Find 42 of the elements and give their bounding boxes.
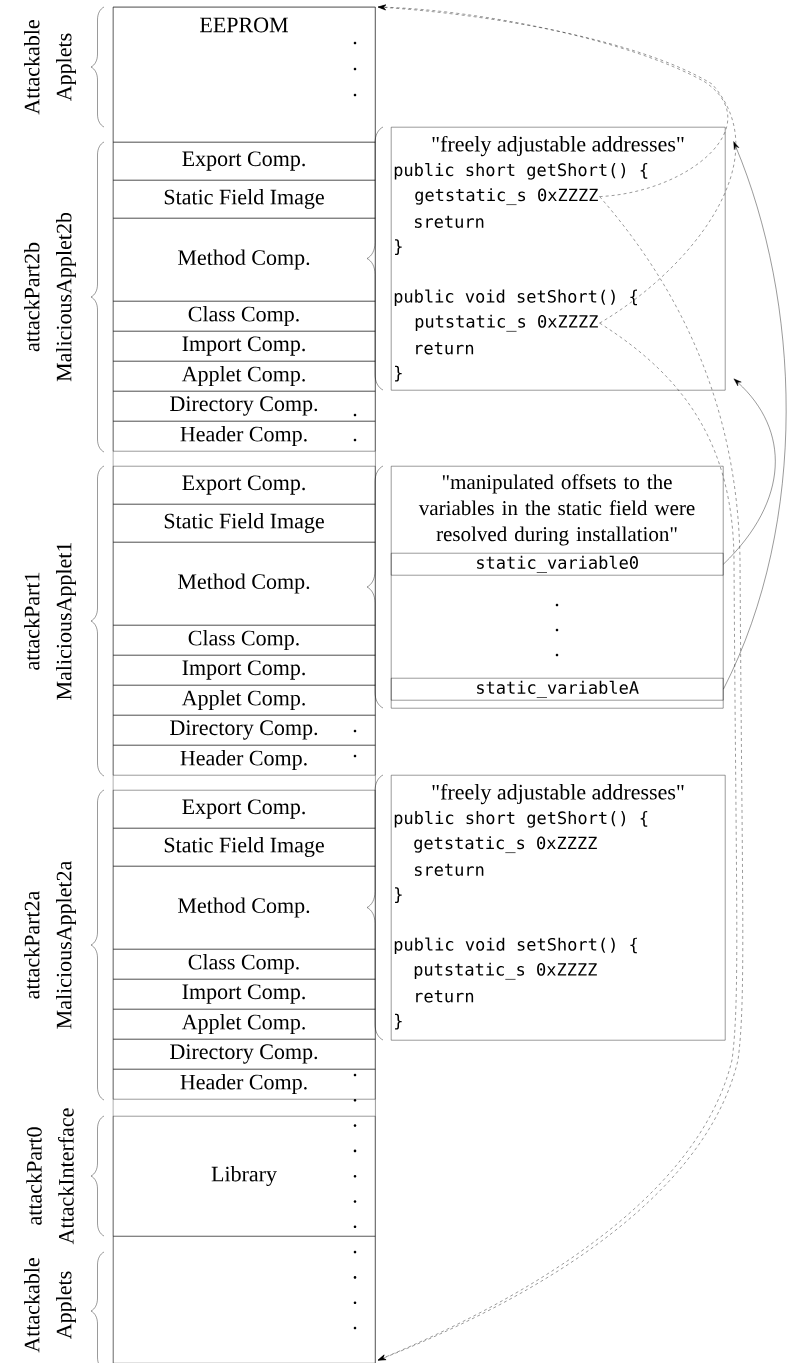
- arrow: [377, 4, 737, 324]
- memory-segment: Method Comp.: [113, 866, 376, 950]
- arrow: [723, 378, 776, 565]
- memory-segment: Directory Comp.: [113, 391, 376, 422]
- memory-segment: Class Comp.: [113, 301, 376, 332]
- memory-segment: Directory Comp.: [113, 715, 376, 746]
- group-label: attackPart0 AttackInterface: [26, 1108, 74, 1245]
- variable-row: static_variable0: [391, 553, 724, 576]
- memory-segment: Header Comp.: [113, 421, 376, 452]
- code-line: putstatic_s 0xZZZZ: [415, 314, 598, 332]
- memory-segment: Export Comp.: [113, 466, 376, 505]
- memory-segment: Directory Comp.: [113, 1039, 376, 1070]
- memory-segment: Import Comp.: [113, 331, 376, 362]
- memory-segment: Static Field Image: [113, 180, 376, 219]
- arrow: [723, 141, 787, 690]
- memory-segment: Import Comp.: [113, 655, 376, 686]
- group-label: attackPart2a MaliciousApplet2a: [24, 860, 76, 1029]
- memory-segment: Export Comp.: [113, 142, 376, 181]
- memory-segment: Applet Comp.: [113, 1009, 376, 1040]
- code-box: "freely adjustable addresses" public short getShort() { getstatic_s 0xZZZZ sreturn } public void setShort() { putstatic_s 0xZZZZ return }: [391, 775, 726, 1041]
- memory-segment: Method Comp.: [113, 542, 376, 626]
- memory-segment: Library: [113, 1116, 376, 1237]
- memory-segment: Static Field Image: [113, 828, 376, 867]
- variable-row: static_variableA: [391, 678, 724, 701]
- code-line: getstatic_s 0xZZZZ: [415, 188, 598, 206]
- memory-segment: Class Comp.: [113, 949, 376, 980]
- memory-segment: Applet Comp.: [113, 361, 376, 392]
- memory-segment: Method Comp.: [113, 218, 376, 302]
- group-label: Attackable Applets: [24, 1258, 76, 1353]
- memory-segment: EEPROM: [113, 7, 376, 143]
- group-label: Attackable Applets: [24, 20, 76, 115]
- group-label: attackPart1 MaliciousApplet1: [24, 542, 76, 700]
- memory-segment: Header Comp.: [113, 745, 376, 776]
- memory-segment: Static Field Image: [113, 504, 376, 543]
- memory-segment: Class Comp.: [113, 625, 376, 656]
- memory-segment: Export Comp.: [113, 790, 376, 829]
- memory-segment: Header Comp.: [113, 1069, 376, 1100]
- memory-segment: Applet Comp.: [113, 685, 376, 716]
- group-label: attackPart2b MaliciousApplet2b: [24, 212, 76, 382]
- arrow: [377, 4, 729, 197]
- memory-segment: [113, 1236, 376, 1363]
- memory-segment: Import Comp.: [113, 979, 376, 1010]
